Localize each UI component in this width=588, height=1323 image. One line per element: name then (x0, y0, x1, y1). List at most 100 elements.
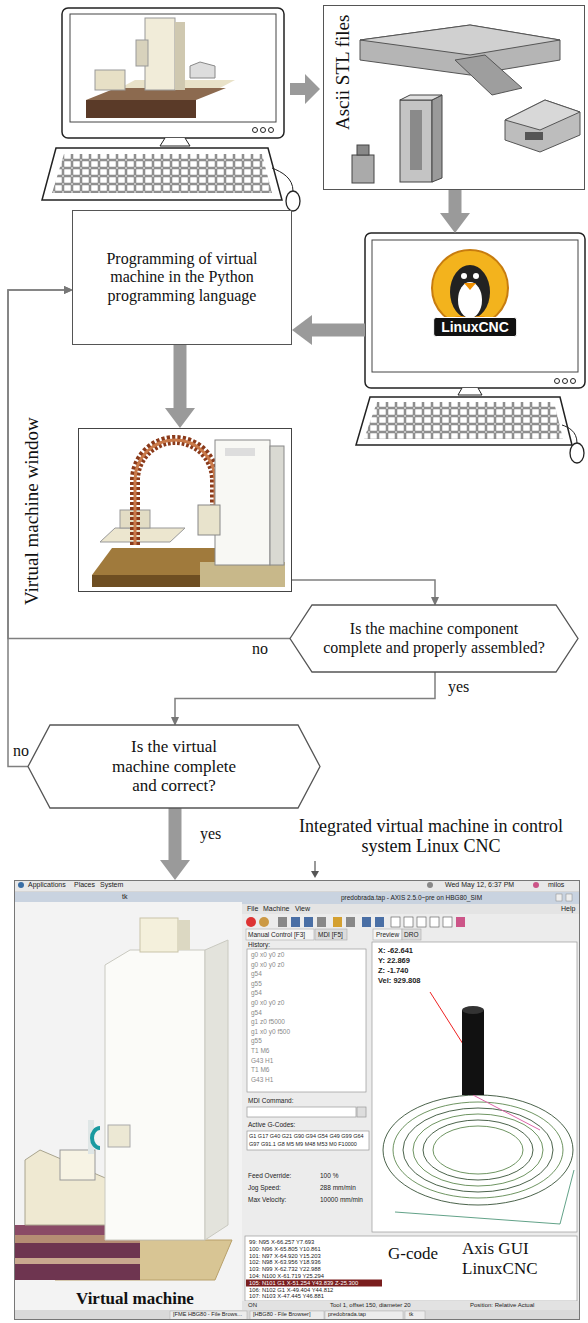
screenshot (259, 917, 269, 927)
screenshot (247, 949, 366, 1092)
screenshot (413, 1114, 543, 1186)
ui-text: [FME HBG80 - File Brows... (173, 1311, 242, 1317)
flow-arrow (312, 324, 365, 337)
flow-arrow (8, 290, 290, 639)
node-text: G-code (388, 1244, 438, 1264)
computer-illustration (62, 8, 284, 138)
screenshot (317, 917, 326, 927)
virtual-machine-image (225, 448, 255, 456)
hexagon-outline (290, 605, 578, 672)
screenshot (391, 917, 400, 927)
screenshot (362, 917, 371, 927)
ui-text: 10000 mm/min (320, 1196, 363, 1203)
screenshot (566, 894, 572, 901)
screenshot (18, 882, 24, 888)
edge-label: no (11, 743, 31, 759)
linuxcnc-computer (356, 233, 585, 463)
linuxcnc-computer (451, 316, 469, 324)
ui-text: MDI [F5] (318, 931, 343, 938)
screenshot (25, 1150, 110, 1225)
screenshot (92, 1128, 100, 1148)
ui-text: Max Velocity: (248, 1196, 286, 1203)
screenshot (14, 902, 242, 1310)
linuxcnc-computer (458, 282, 482, 318)
screenshot (245, 1236, 577, 1301)
stl-parts (400, 95, 442, 100)
flow-arrow (292, 580, 435, 597)
linuxcnc-computer (473, 273, 479, 279)
virtual-machine-image (198, 505, 220, 535)
ui-text: 101: N97 X-64.920 Y15.203 (249, 1253, 321, 1260)
file-box: Ascii STL files (323, 5, 585, 190)
ui-text: 102: N98 X-63.956 Y18.936 (249, 1259, 321, 1266)
computer-illustration (269, 128, 274, 133)
stl-parts (525, 132, 543, 140)
stl-parts (400, 100, 432, 182)
computer-illustration (253, 128, 258, 133)
ui-text: View (295, 905, 310, 913)
ui-text: Machine (263, 905, 289, 913)
decision-hexagon: Is the machine component complete and pr… (290, 605, 578, 672)
node-text: Programming of virtual machine in the Py… (80, 250, 284, 305)
linuxcnc-computer (432, 250, 508, 326)
screenshot (205, 940, 228, 1240)
ui-text: Wed May 12, 6:37 PM (445, 881, 514, 889)
linuxcnc-computer (356, 397, 572, 445)
ui-text: DRO (404, 931, 418, 938)
screenshot (291, 917, 300, 927)
ui-text: System (100, 881, 123, 889)
screenshot (278, 917, 287, 927)
screenshot (242, 904, 580, 1310)
screenshot (242, 892, 580, 904)
screenshot (250, 1311, 324, 1320)
screenshot (14, 1258, 140, 1264)
monitor-screen: LinuxCNC (365, 233, 585, 388)
screenshot (372, 942, 577, 1232)
ui-text: History: (248, 941, 270, 948)
flow-arrow (449, 190, 462, 213)
linuxcnc-computer (365, 233, 585, 388)
ui-text: MDI Command: (248, 1097, 294, 1104)
screenshot (456, 917, 465, 927)
linuxcnc-computer (563, 379, 568, 384)
screenshot (404, 917, 413, 927)
image-box: Virtual machine window (78, 428, 292, 592)
ui-text: X: -62.641 (378, 947, 413, 956)
ui-text: 288 mm/min (320, 1184, 356, 1191)
ui-text: Feed Override: (248, 1172, 291, 1179)
screenshot (393, 1102, 563, 1198)
ui-text: g0 x0 y0 z0 (251, 961, 284, 968)
ui-text: ON (248, 1302, 257, 1309)
ui-text: Places (74, 881, 95, 889)
screenshot (556, 894, 562, 901)
node-text: Is the virtual machine complete and corr… (104, 737, 244, 796)
linuxcnc-computer (372, 240, 578, 372)
flow-arrow (8, 290, 64, 767)
hexagon-outline (28, 725, 320, 808)
edge-label: yes (446, 679, 471, 695)
stl-parts (410, 110, 422, 170)
leader-arrow (311, 871, 319, 878)
computer-illustration (145, 18, 175, 90)
ui-text: tk (122, 893, 127, 901)
ui-text: g0 x0 y0 z0 (251, 999, 284, 1006)
ui-text: 105: N101 G1 X-51.254 Y43.839 Z-25.300 (249, 1280, 358, 1287)
screenshot (242, 1301, 580, 1310)
ui-text: 106: N102 G1 X-49.404 Y44.812 (249, 1287, 333, 1294)
screenshot (402, 929, 421, 940)
screenshot (178, 920, 190, 950)
computer-illustration (261, 128, 266, 133)
computer-illustration (286, 191, 300, 211)
node-text: Ascii STL files (332, 14, 354, 129)
screenshot (373, 929, 402, 940)
computer-illustration (136, 40, 148, 66)
text-area: Programming of virtual machine in the Py… (73, 211, 291, 344)
ui-text: g54 (251, 989, 262, 996)
screenshot (14, 1235, 140, 1280)
screenshot (375, 917, 384, 927)
ui-text: Y: 22.869 (378, 957, 410, 966)
ui-text: 100: N96 X-65.805 Y10.861 (249, 1246, 321, 1253)
linuxcnc-computer (364, 402, 563, 439)
